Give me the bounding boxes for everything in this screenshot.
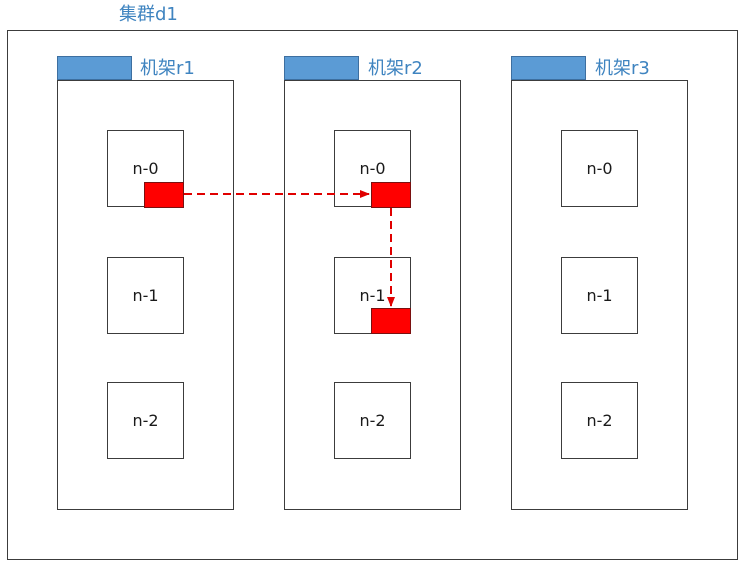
node-label-r3-n2: n-2 <box>586 411 613 430</box>
replica-block-r2-n1 <box>371 308 411 334</box>
node-label-r3-n1: n-1 <box>586 286 613 305</box>
rack-tab-r1 <box>57 56 132 80</box>
node-label-r1-n0: n-0 <box>132 159 159 178</box>
node-label-r2-n0: n-0 <box>359 159 386 178</box>
rack-label-r3: 机架r3 <box>595 58 650 79</box>
rack-tab-r3 <box>511 56 586 80</box>
rack-label-r2: 机架r2 <box>368 58 423 79</box>
node-label-r2-n2: n-2 <box>359 411 386 430</box>
replica-block-r1-n0 <box>144 182 184 208</box>
node-label-r2-n1: n-1 <box>359 286 386 305</box>
rack-label-r1: 机架r1 <box>140 58 195 79</box>
node-box-r1-n2 <box>107 382 184 459</box>
node-label-r1-n1: n-1 <box>132 286 159 305</box>
node-label-r3-n0: n-0 <box>586 159 613 178</box>
node-label-r1-n2: n-2 <box>132 411 159 430</box>
cluster-box <box>7 30 738 560</box>
replica-block-r2-n0 <box>371 182 411 208</box>
node-box-r1-n1 <box>107 257 184 334</box>
node-box-r3-n0 <box>561 130 638 207</box>
rack-tab-r2 <box>284 56 359 80</box>
node-box-r3-n2 <box>561 382 638 459</box>
node-box-r2-n2 <box>334 382 411 459</box>
cluster-title: 集群d1 <box>119 4 178 25</box>
node-box-r3-n1 <box>561 257 638 334</box>
